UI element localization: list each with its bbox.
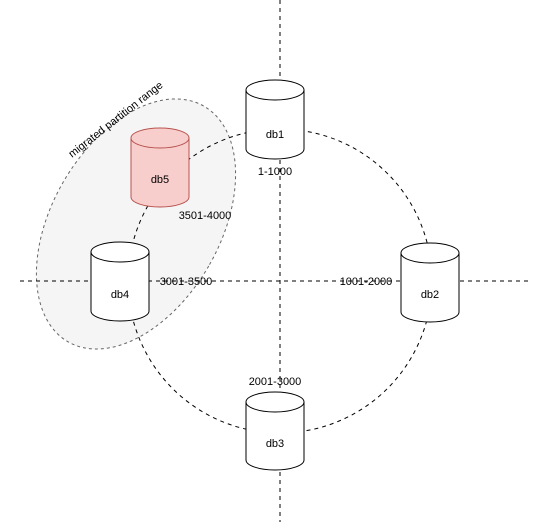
migrated-range-ellipse [35,98,237,350]
db4-label: db4 [111,289,129,301]
db2-label: db2 [421,289,439,301]
db1-label: db1 [266,129,284,141]
db2-range: 1001-2000 [340,276,393,288]
migrated-range-region: migrated partition range [35,79,237,350]
db2-node: db2 [400,242,460,323]
db5-label: db5 [151,174,169,186]
db4-range: 3001-3500 [160,276,213,288]
db3-label: db3 [266,438,284,450]
db5-range: 3501-4000 [179,210,232,222]
db4-node: db4 [90,241,150,322]
db1-node: db1 [245,79,305,160]
db1-range: 1-1000 [258,166,292,178]
db3-range: 2001-3000 [249,376,302,388]
db5-node: db5 [130,127,190,208]
db3-node: db3 [245,391,305,471]
